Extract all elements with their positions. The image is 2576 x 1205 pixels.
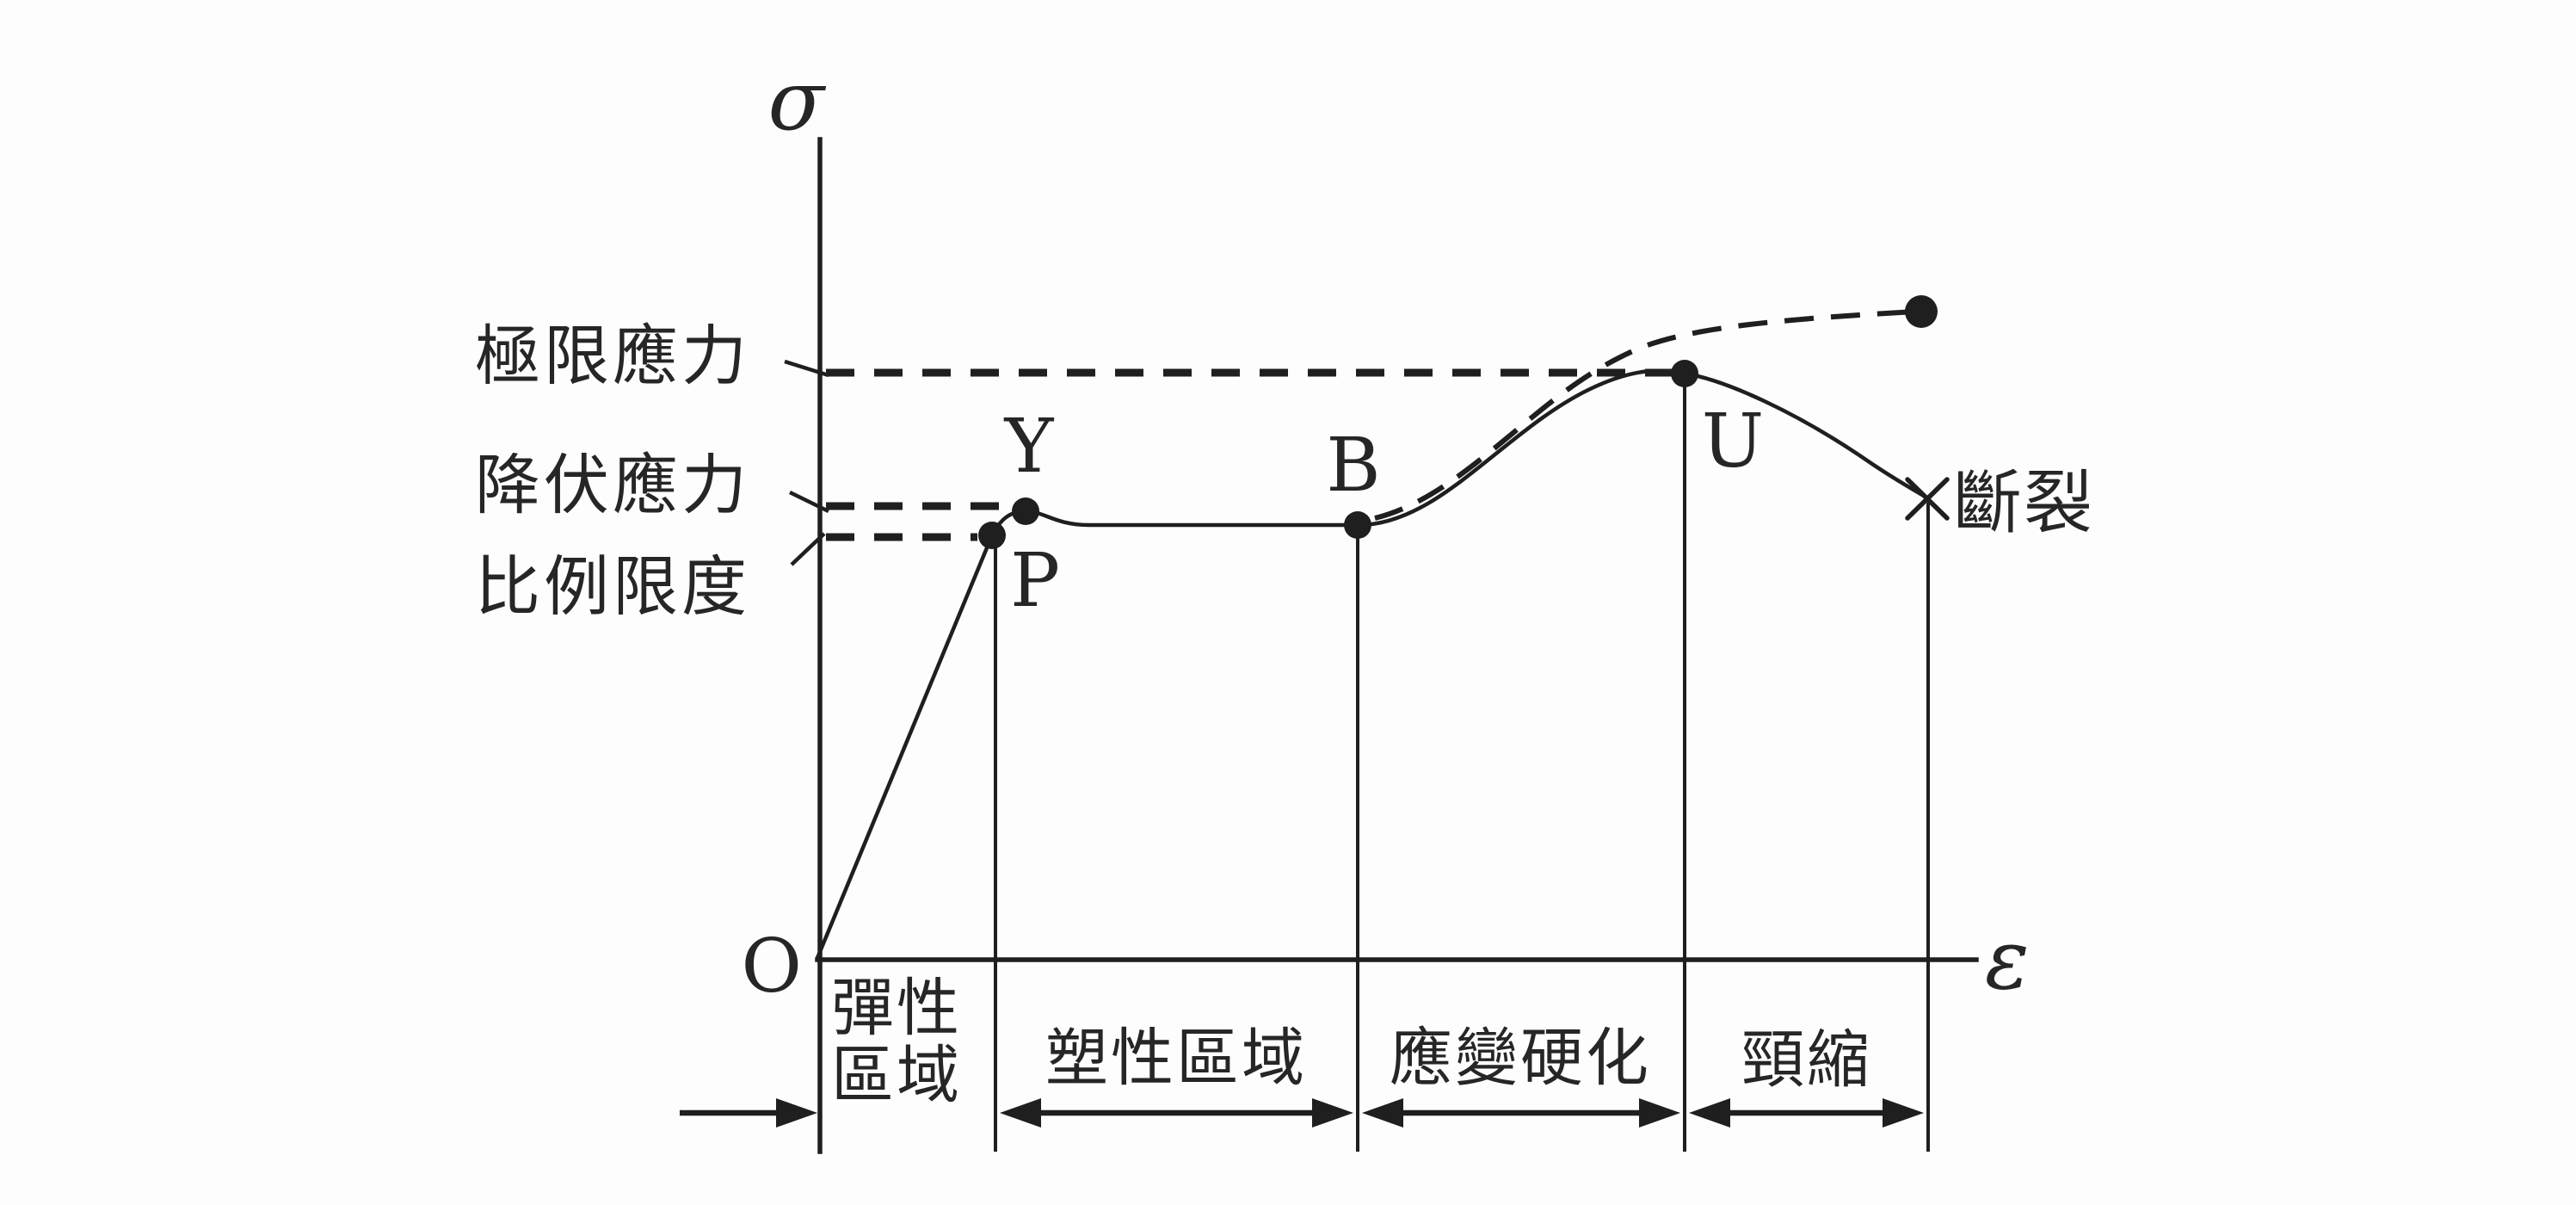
extender-lines [994,379,1930,1152]
point-P-label: P [1010,538,1060,624]
x-axis-label: ε [1985,911,2030,1008]
point-U-dot [1671,360,1698,387]
ultimate-stress-label: 極限應力 [475,320,750,393]
stress-strain-curve [815,368,1931,961]
proportional-leader-tick [790,532,826,566]
plastic-dim-arrowhead-right [1312,1098,1353,1128]
dimension-arrows [680,1098,1924,1128]
yield-leader-tick [789,490,829,514]
point-P-dot [978,522,1006,549]
plastic-dim-arrowhead-left [1000,1098,1041,1128]
point-U-label: U [1702,399,1764,485]
point-B-dot [1344,511,1371,539]
point-Y-label: Y [1004,404,1055,490]
region-plastic-label: 塑性區域 [1045,1023,1307,1093]
elastic-dim-arrowhead [776,1098,817,1128]
fracture-x-stroke-2 [1905,477,1950,521]
proportional-limit-label: 比例限度 [475,551,750,624]
yield-stress-label: 降伏應力 [475,449,750,522]
region-labels: 彈性 區域 塑性區域 應變硬化 頸縮 [831,973,1872,1110]
stress-level-lines [826,368,1672,541]
point-B-label: B [1326,423,1380,509]
strain-hardening-dim-arrowhead-left [1362,1098,1403,1128]
origin-label: O [741,924,802,1010]
necking-dim-arrowhead-left [1689,1098,1730,1128]
region-strain-hardening-label: 應變硬化 [1390,1023,1651,1093]
necking-dim-arrowhead-right [1883,1098,1924,1128]
region-elastic-label-line1: 彈性 [831,973,962,1043]
region-necking-label: 頸縮 [1741,1025,1872,1095]
point-markers [978,295,1938,549]
point-Y-dot [1012,497,1039,525]
y-axis-label: σ [767,53,826,149]
axes [815,137,1979,1154]
fracture-x-marker [1905,477,1950,521]
region-elastic-label-line2: 區域 [831,1041,962,1110]
true-stress-end-dot [1905,295,1938,328]
ultimate-leader-tick [784,359,829,378]
level-leader-ticks [784,359,829,566]
strain-hardening-dim-arrowhead-right [1639,1098,1680,1128]
fracture-label: 斷裂 [1953,465,2094,541]
